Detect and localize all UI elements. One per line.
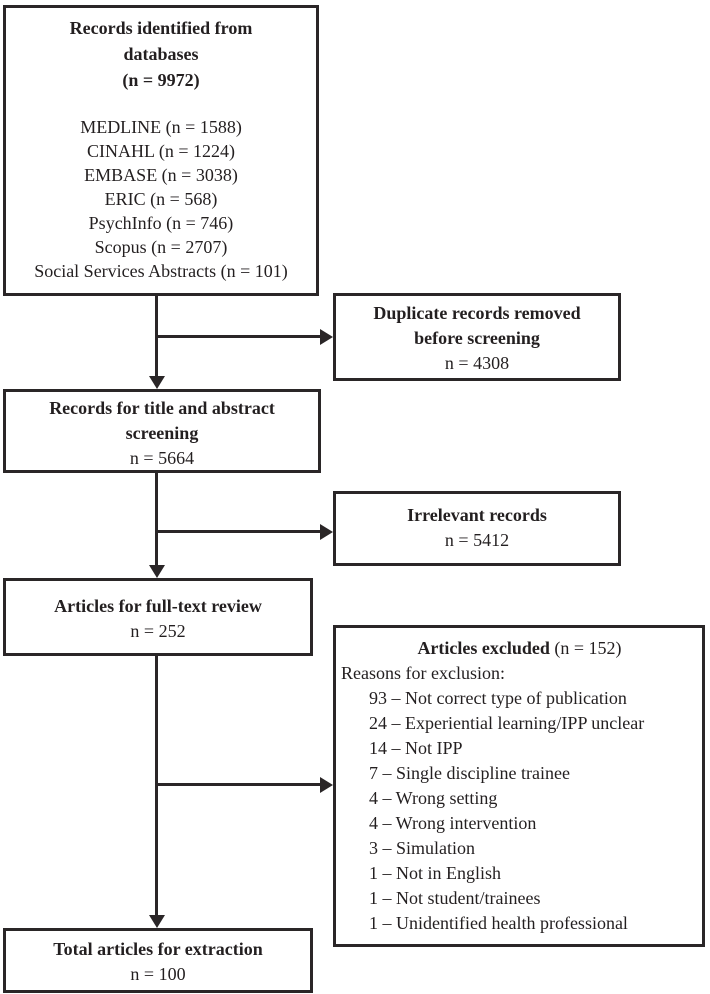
duplicates-title-line2: before screening [414,328,540,348]
exclusion-reason: 1 – Not in English [369,863,502,883]
exclusion-reason: 4 – Wrong setting [369,788,498,808]
spacer [6,93,316,115]
fulltext-title: Articles for full-text review [54,596,262,616]
exclusion-reason: 4 – Wrong intervention [369,813,537,833]
arrowhead-down-icon [149,376,165,389]
records-identified-count: (n = 9972) [122,70,200,90]
duplicates-count: n = 4308 [444,353,510,373]
exclusion-reason: 24 – Experiential learning/IPP unclear [369,713,645,733]
records-identified-title-line2: databases [123,44,199,64]
arrowhead-right-icon [320,777,333,793]
box-duplicates-removed: Duplicate records removed before screeni… [333,293,621,381]
records-identified-title-line1: Records identified from [69,18,253,38]
box-total-extraction: Total articles for extraction n = 100 [3,928,313,993]
fulltext-count: n = 252 [130,621,186,641]
exclusion-reason: 7 – Single discipline trainee [369,763,570,783]
arrowhead-down-icon [149,915,165,928]
exclusion-reason: 93 – Not correct type of publication [369,688,627,708]
irrelevant-count: n = 5412 [444,530,510,550]
database-cinahl: CINAHL (n = 1224) [87,141,235,161]
screening-count: n = 5664 [129,448,195,468]
exclusion-reason: 3 – Simulation [369,838,476,858]
database-eric: ERIC (n = 568) [104,189,218,209]
arrowhead-down-icon [149,565,165,578]
arrowhead-right-icon [320,329,333,345]
extraction-count: n = 100 [130,964,186,984]
excluded-subtitle: Reasons for exclusion: [341,663,505,683]
excluded-heading-count: (n = 152) [554,638,622,658]
screening-title-line2: screening [125,423,199,443]
box-records-identified: Records identified from databases (n = 9… [3,5,319,296]
connector-fulltext-to-extraction [155,656,158,916]
duplicates-title-line1: Duplicate records removed [373,303,581,323]
box-articles-excluded: Articles excluded (n = 152) Reasons for … [333,625,705,947]
connector-to-duplicates [156,335,322,338]
excluded-heading: Articles excluded (n = 152) [341,636,698,661]
extraction-title: Total articles for extraction [53,939,263,959]
screening-title-line1: Records for title and abstract [49,398,275,418]
connector-to-irrelevant [156,530,322,533]
arrowhead-right-icon [320,524,333,540]
exclusion-reason: 14 – Not IPP [369,738,463,758]
exclusion-reason: 1 – Not student/trainees [369,888,541,908]
connector-to-excluded [156,783,322,786]
database-psychinfo: PsychInfo (n = 746) [88,213,234,233]
connector-screening-to-fulltext [155,473,158,566]
exclusion-reason: 1 – Unidentified health professional [369,913,628,933]
box-fulltext-review: Articles for full-text review n = 252 [3,578,313,656]
excluded-heading-bold: Articles excluded [417,638,550,658]
database-scopus: Scopus (n = 2707) [94,237,228,257]
irrelevant-title: Irrelevant records [407,505,547,525]
database-social-services: Social Services Abstracts (n = 101) [34,261,288,281]
database-medline: MEDLINE (n = 1588) [80,117,242,137]
box-title-abstract-screening: Records for title and abstract screening… [3,389,321,473]
database-embase: EMBASE (n = 3038) [84,165,238,185]
box-irrelevant-records: Irrelevant records n = 5412 [333,491,621,566]
